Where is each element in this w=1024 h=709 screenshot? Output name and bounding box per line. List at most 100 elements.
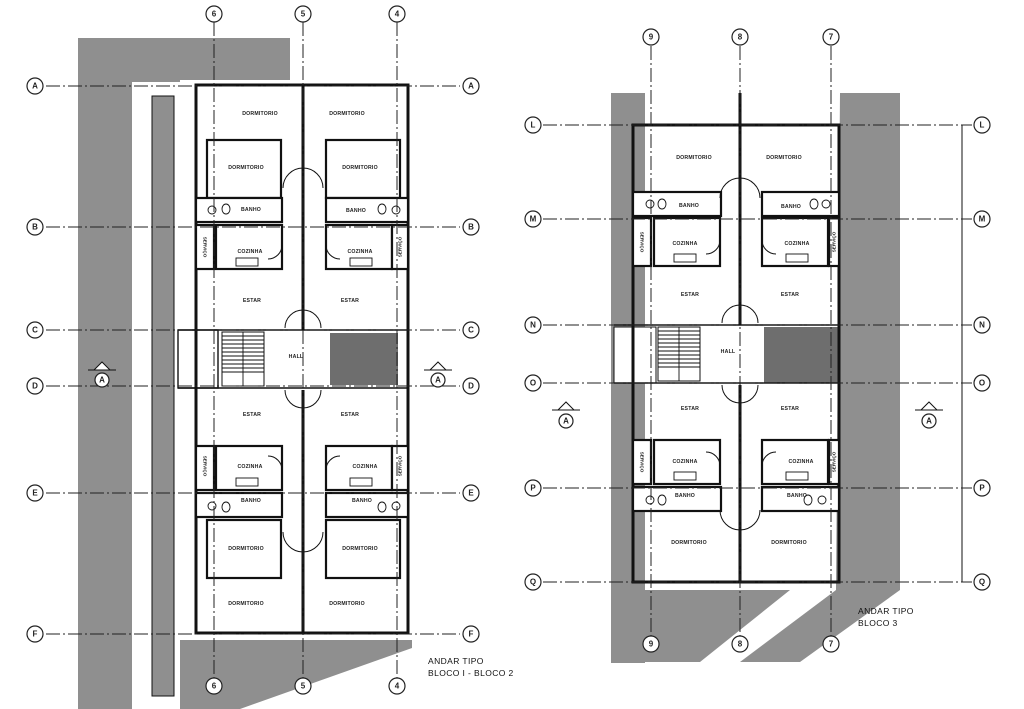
- axis-label: E: [32, 489, 38, 498]
- axis-label: D: [468, 382, 474, 391]
- axis-label: 8: [738, 33, 743, 42]
- section-marker-right: A: [915, 401, 943, 429]
- axis-label: C: [468, 326, 474, 335]
- axis-bubble: [388, 677, 406, 695]
- axis-bubble: [462, 77, 480, 95]
- axis-label: F: [469, 630, 474, 639]
- axis-label: 6: [212, 10, 217, 19]
- top-left-hatch: [128, 38, 180, 82]
- servico-room: [827, 216, 841, 268]
- label-dormitorio: DORMITORIO: [342, 546, 378, 552]
- axis-bubble: [26, 321, 44, 339]
- axis-bubble: [524, 116, 542, 134]
- axis-label: 9: [649, 640, 654, 649]
- axis-bubble: [26, 77, 44, 95]
- axis-label: 4: [395, 682, 400, 691]
- label-cozinha: COZINHA: [788, 459, 813, 465]
- label-estar: ESTAR: [681, 292, 699, 298]
- axis-label: 7: [829, 640, 834, 649]
- label-banho: BANHO: [241, 207, 261, 213]
- axis-label: F: [33, 630, 38, 639]
- dormitorio-room: [324, 518, 402, 580]
- label-dormitorio: DORMITORIO: [242, 111, 278, 117]
- corridor-end: [177, 329, 219, 389]
- label-estar: ESTAR: [341, 298, 359, 304]
- axis-bubble: [524, 374, 542, 392]
- axis-bubble: [973, 374, 991, 392]
- label-banho: BANHO: [346, 208, 366, 214]
- axis-label: 7: [829, 33, 834, 42]
- dormitorio-room: [205, 518, 283, 580]
- section-marker-left: A: [88, 361, 116, 388]
- shaft-hatch: [764, 327, 840, 383]
- axis-label: C: [32, 326, 38, 335]
- axis-bubble: [26, 484, 44, 502]
- label-banho: BANHO: [352, 498, 372, 504]
- left-floor-plan: A A DORMITORIO DORMITORIO DORMITORIO DOR…: [26, 5, 514, 709]
- axis-label: 6: [212, 682, 217, 691]
- section-marker-right: A: [424, 361, 452, 388]
- axis-bubble: [642, 28, 660, 46]
- axis-label: L: [980, 121, 985, 130]
- axis-bubble: [388, 5, 406, 23]
- label-estar: ESTAR: [681, 406, 699, 412]
- plan-title-line2: BLOCO I - BLOCO 2: [428, 668, 514, 678]
- label-dormitorio: DORMITORIO: [329, 111, 365, 117]
- label-estar: ESTAR: [243, 298, 261, 304]
- label-servico: SERVIÇO: [398, 455, 403, 476]
- axis-bubble: [205, 5, 223, 23]
- label-dormitorio: DORMITORIO: [771, 540, 807, 546]
- plan-title-line1: ANDAR TIPO: [428, 656, 484, 666]
- banho-room: [631, 190, 723, 218]
- section-marker-label: A: [435, 376, 441, 385]
- axis-bubble: [524, 479, 542, 497]
- top-boundary-hatch: [118, 38, 290, 80]
- axis-bubble: [294, 677, 312, 695]
- label-hall: HALL: [289, 354, 304, 360]
- axis-bubble: [462, 218, 480, 236]
- axis-bubble: [973, 316, 991, 334]
- axis-bubble: [205, 677, 223, 695]
- axis-bubble: [973, 116, 991, 134]
- label-dormitorio: DORMITORIO: [228, 601, 264, 607]
- label-cozinha: COZINHA: [347, 249, 372, 255]
- walkway-strip: [151, 95, 175, 697]
- dormitorio-room: [324, 138, 402, 200]
- axis-bubble: [731, 28, 749, 46]
- label-servico: SERVIÇO: [203, 456, 208, 477]
- label-dormitorio: DORMITORIO: [329, 601, 365, 607]
- right-boundary-hatch: [740, 93, 900, 662]
- axis-bubble: [462, 484, 480, 502]
- bathroom-fixtures: [645, 198, 831, 506]
- axis-label: O: [530, 379, 536, 388]
- label-dormitorio: DORMITORIO: [766, 155, 802, 161]
- axis-label: N: [530, 321, 536, 330]
- axis-label: 4: [395, 10, 400, 19]
- label-servico: SERVIÇO: [640, 232, 645, 253]
- axis-label: 5: [301, 10, 306, 19]
- label-cozinha: COZINHA: [237, 464, 262, 470]
- axis-label: P: [979, 484, 985, 493]
- axis-label: L: [531, 121, 536, 130]
- axis-bubble: [26, 377, 44, 395]
- axis-label: B: [468, 223, 474, 232]
- axis-label: P: [530, 484, 536, 493]
- section-marker-label: A: [926, 417, 932, 426]
- servico-room: [631, 438, 653, 486]
- label-cozinha: COZINHA: [672, 241, 697, 247]
- label-banho: BANHO: [675, 493, 695, 499]
- corridor-end: [613, 326, 657, 384]
- door-swings: [705, 177, 777, 531]
- label-cozinha: COZINHA: [237, 249, 262, 255]
- label-dormitorio: DORMITORIO: [228, 546, 264, 552]
- label-servico: SERVIÇO: [398, 236, 403, 257]
- label-estar: ESTAR: [781, 292, 799, 298]
- label-servico: SERVIÇO: [640, 452, 645, 473]
- axis-label: Q: [979, 578, 985, 587]
- label-hall: HALL: [721, 349, 736, 355]
- label-dormitorio: DORMITORIO: [671, 540, 707, 546]
- axis-bubble: [26, 625, 44, 643]
- section-marker-label: A: [99, 376, 105, 385]
- label-dormitorio: DORMITORIO: [342, 165, 378, 171]
- axis-label: A: [468, 82, 474, 91]
